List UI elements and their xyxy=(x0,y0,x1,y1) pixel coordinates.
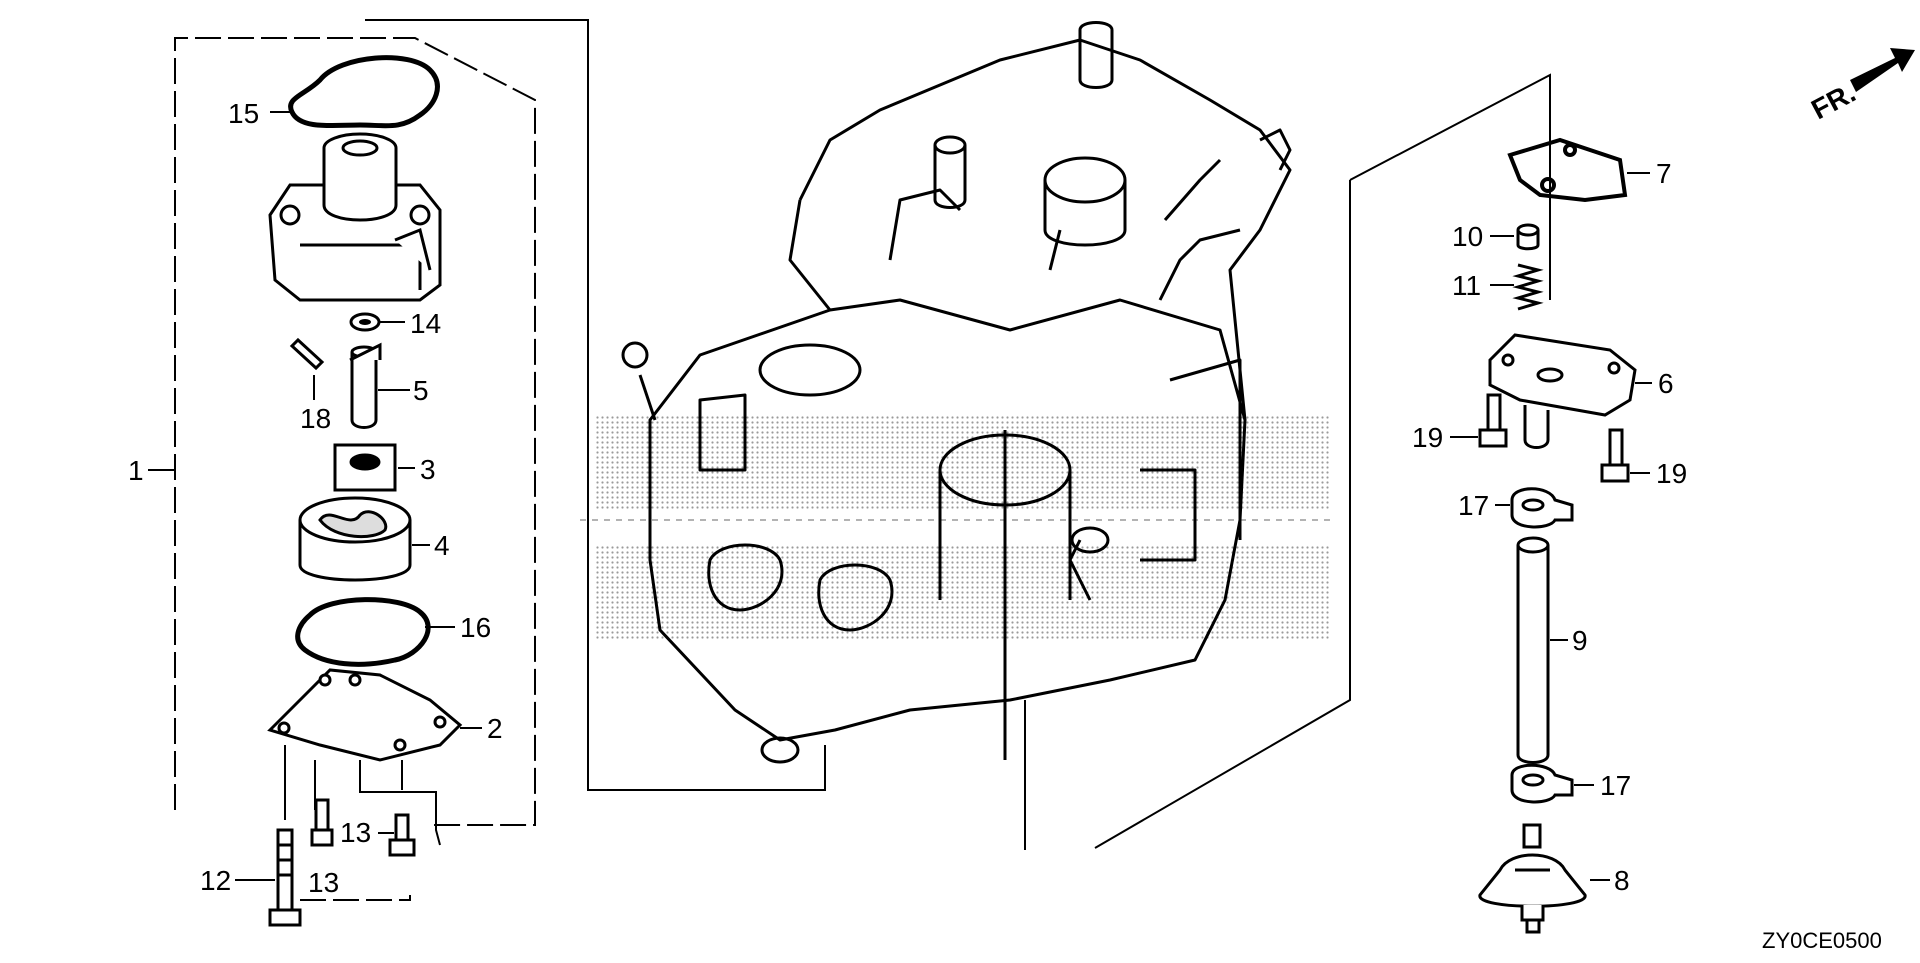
right-assembly-bracket xyxy=(1349,73,1551,300)
watermark-tone xyxy=(580,415,1330,640)
part-17-clamp-upper xyxy=(1510,487,1574,529)
callout-18: 18 xyxy=(300,403,331,434)
part-16-oring xyxy=(295,597,431,667)
callout-15: 15 xyxy=(228,98,259,129)
engine-bracket-line xyxy=(365,19,826,791)
callout-3: 3 xyxy=(420,454,436,485)
part-15-gasket xyxy=(288,55,440,129)
callout-13-right: 13 xyxy=(340,817,371,848)
part-3-inner-rotor xyxy=(333,443,397,492)
part-13-bolt-right xyxy=(388,813,416,857)
callout-6: 6 xyxy=(1658,368,1674,399)
part-2-cover-plate xyxy=(267,668,463,762)
part-5-shaft xyxy=(349,342,382,429)
callout-17-lower: 17 xyxy=(1600,770,1631,801)
part-11-spring xyxy=(1512,263,1544,311)
callout-1: 1 xyxy=(128,455,144,486)
drawing-code: ZY0CE0500 xyxy=(1762,928,1882,953)
callout-8: 8 xyxy=(1614,865,1630,896)
part-17-clamp-lower xyxy=(1510,763,1574,804)
part-14-washer xyxy=(349,312,381,332)
part-6-cover xyxy=(1488,333,1637,449)
callout-12: 12 xyxy=(200,865,231,896)
direction-arrow-icon xyxy=(1850,48,1915,92)
part-12-long-bolt xyxy=(268,828,302,927)
part-13-bolt-left xyxy=(310,798,334,847)
callout-5: 5 xyxy=(413,375,429,406)
callout-9: 9 xyxy=(1572,625,1588,656)
part-8-check-valve xyxy=(1478,823,1587,934)
part-19-bolt-right xyxy=(1600,428,1630,483)
part-4-outer-rotor xyxy=(298,496,412,582)
callout-19-right: 19 xyxy=(1656,458,1687,489)
assembly-2-frame xyxy=(300,895,411,901)
engine-cylinder-block xyxy=(621,21,1292,764)
assembly-1-frame xyxy=(174,37,536,826)
callout-7: 7 xyxy=(1656,158,1672,189)
part-pump-housing xyxy=(268,132,442,302)
callout-16: 16 xyxy=(460,612,491,643)
callout-17-upper: 17 xyxy=(1458,490,1489,521)
callout-13-left: 13 xyxy=(308,867,339,898)
part-10-check-valve-cap xyxy=(1516,223,1540,251)
callout-2: 2 xyxy=(487,713,503,744)
part-7-gasket xyxy=(1507,137,1628,203)
callout-4: 4 xyxy=(434,530,450,561)
part-9-tube xyxy=(1516,536,1550,764)
part-18-pin xyxy=(289,337,325,371)
callout-14: 14 xyxy=(410,308,441,339)
callout-19-left: 19 xyxy=(1412,422,1443,453)
callout-10: 10 xyxy=(1452,221,1483,252)
part-19-bolt-left xyxy=(1478,393,1508,448)
callout-11: 11 xyxy=(1452,270,1481,301)
